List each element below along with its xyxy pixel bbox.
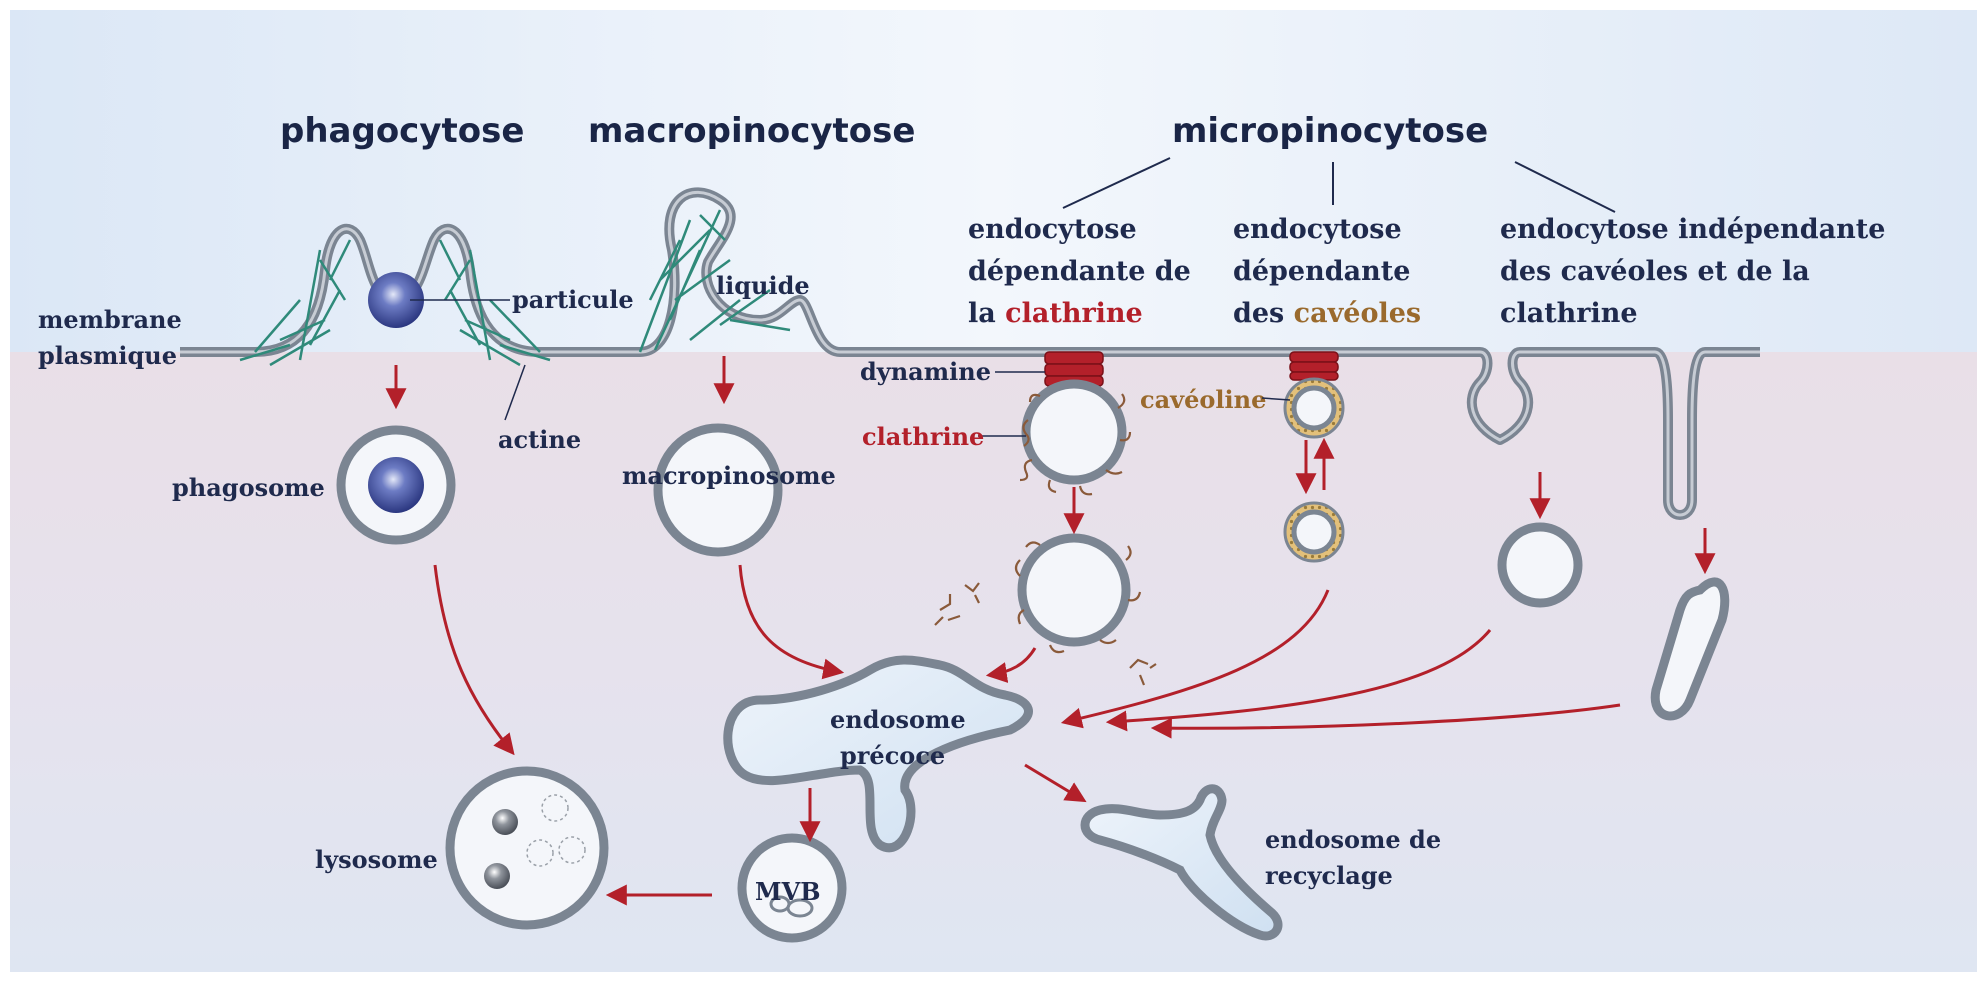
caveolae-category-line1: endocytose <box>1233 214 1402 245</box>
arrow-phagosome-to-lysosome <box>433 564 515 756</box>
label-macropinosome: macropinosome <box>622 461 836 490</box>
heading-macropinocytose: macropinocytose <box>588 111 915 151</box>
recycling-endosome <box>1080 784 1283 941</box>
independent-tubule <box>1650 577 1730 721</box>
label-actine: actine <box>498 425 581 454</box>
label-lysosome: lysosome <box>315 845 438 874</box>
actin-network-macropinocytosis <box>638 209 791 353</box>
actin-pointer-line <box>504 364 526 421</box>
label-liquide: liquide <box>716 271 810 300</box>
caveolae-category-line2: dépendante <box>1233 256 1410 287</box>
macropinosome-vesicle <box>653 423 783 557</box>
clathrin-category-line1: endocytose <box>968 214 1137 245</box>
uncoating-vesicle <box>934 533 1157 686</box>
label-membrane-line2: plasmique <box>38 341 177 370</box>
label-membrane-line1: membrane <box>38 305 182 334</box>
heading-phagocytose: phagocytose <box>280 111 524 151</box>
label-phagosome: phagosome <box>172 473 325 502</box>
label-endosome-precoce-line2: précoce <box>840 741 945 770</box>
arrow-macropinosome-to-endosome <box>738 564 845 680</box>
independent-category-line1: endocytose indépendante <box>1500 214 1885 245</box>
independent-vesicle <box>1497 522 1583 608</box>
label-endosome-recyclage-line2: recyclage <box>1265 861 1393 890</box>
caveolae-category-line3: des cavéoles <box>1233 298 1421 329</box>
caveolae-category-prefix: des <box>1233 298 1294 329</box>
particle-sphere <box>368 272 424 328</box>
clathrin-category-line2: dépendante de <box>968 256 1191 287</box>
early-endosome <box>723 655 1033 853</box>
arrow-tubule-to-endosome <box>1150 703 1621 739</box>
caveolae-vesicle-budding <box>1283 377 1345 439</box>
label-mvb: MVB <box>755 877 820 906</box>
pathway-arrows <box>385 356 1716 906</box>
caveoline-pointer-line <box>1261 397 1291 401</box>
label-clathrine: clathrine <box>862 422 984 451</box>
arrow-caveolae-to-endosome <box>1060 589 1330 729</box>
micropinocytose-connectors <box>1062 157 1616 213</box>
label-endosome-precoce-line1: endosome <box>830 705 966 734</box>
clathrin-category-highlight: clathrine <box>1005 298 1143 329</box>
caveolae-category-highlight: cavéoles <box>1294 298 1421 329</box>
phagosome-vesicle <box>336 425 456 545</box>
actin-network-phagocytosis <box>239 239 551 367</box>
clathrin-coated-vesicle <box>1019 379 1132 496</box>
label-caveoline: cavéoline <box>1140 385 1266 414</box>
label-dynamine: dynamine <box>860 357 991 386</box>
heading-micropinocytose: micropinocytose <box>1172 111 1488 151</box>
clathrin-category-line3: la clathrine <box>968 298 1143 329</box>
caveolae-vesicle-free <box>1283 501 1345 563</box>
mvb-body <box>737 833 847 943</box>
arrow-clathrin-to-endosome <box>985 647 1037 683</box>
clathrin-category-prefix: la <box>968 298 1005 329</box>
label-endosome-recyclage-line1: endosome de <box>1265 825 1441 854</box>
label-particule: particule <box>512 285 634 314</box>
lysosome-body <box>445 766 609 930</box>
arrow-to-recycling-endosome <box>1024 763 1087 803</box>
independent-category-line2: des cavéoles et de la <box>1500 256 1810 287</box>
arrow-independent-to-endosome <box>1105 629 1492 732</box>
cytoplasm-region <box>10 352 1977 972</box>
dynamin-collar-caveolae <box>1289 351 1339 381</box>
independent-category-line3: clathrine <box>1500 298 1638 329</box>
